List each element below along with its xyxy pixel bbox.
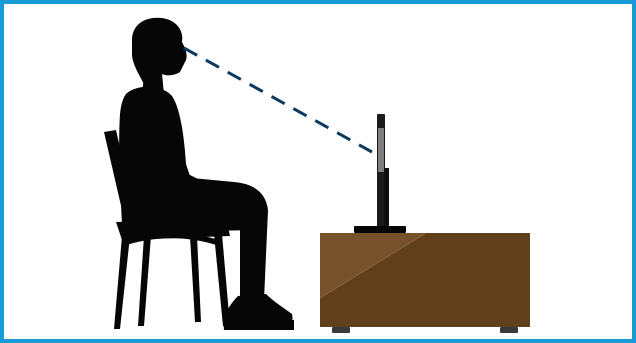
cabinet-foot-right bbox=[500, 327, 518, 333]
tv-cabinet bbox=[320, 233, 530, 333]
sight-line bbox=[184, 48, 372, 152]
tv-side-view bbox=[354, 114, 406, 233]
tv-viewing-distance-illustration bbox=[4, 4, 632, 339]
cabinet-foot-left bbox=[332, 327, 350, 333]
